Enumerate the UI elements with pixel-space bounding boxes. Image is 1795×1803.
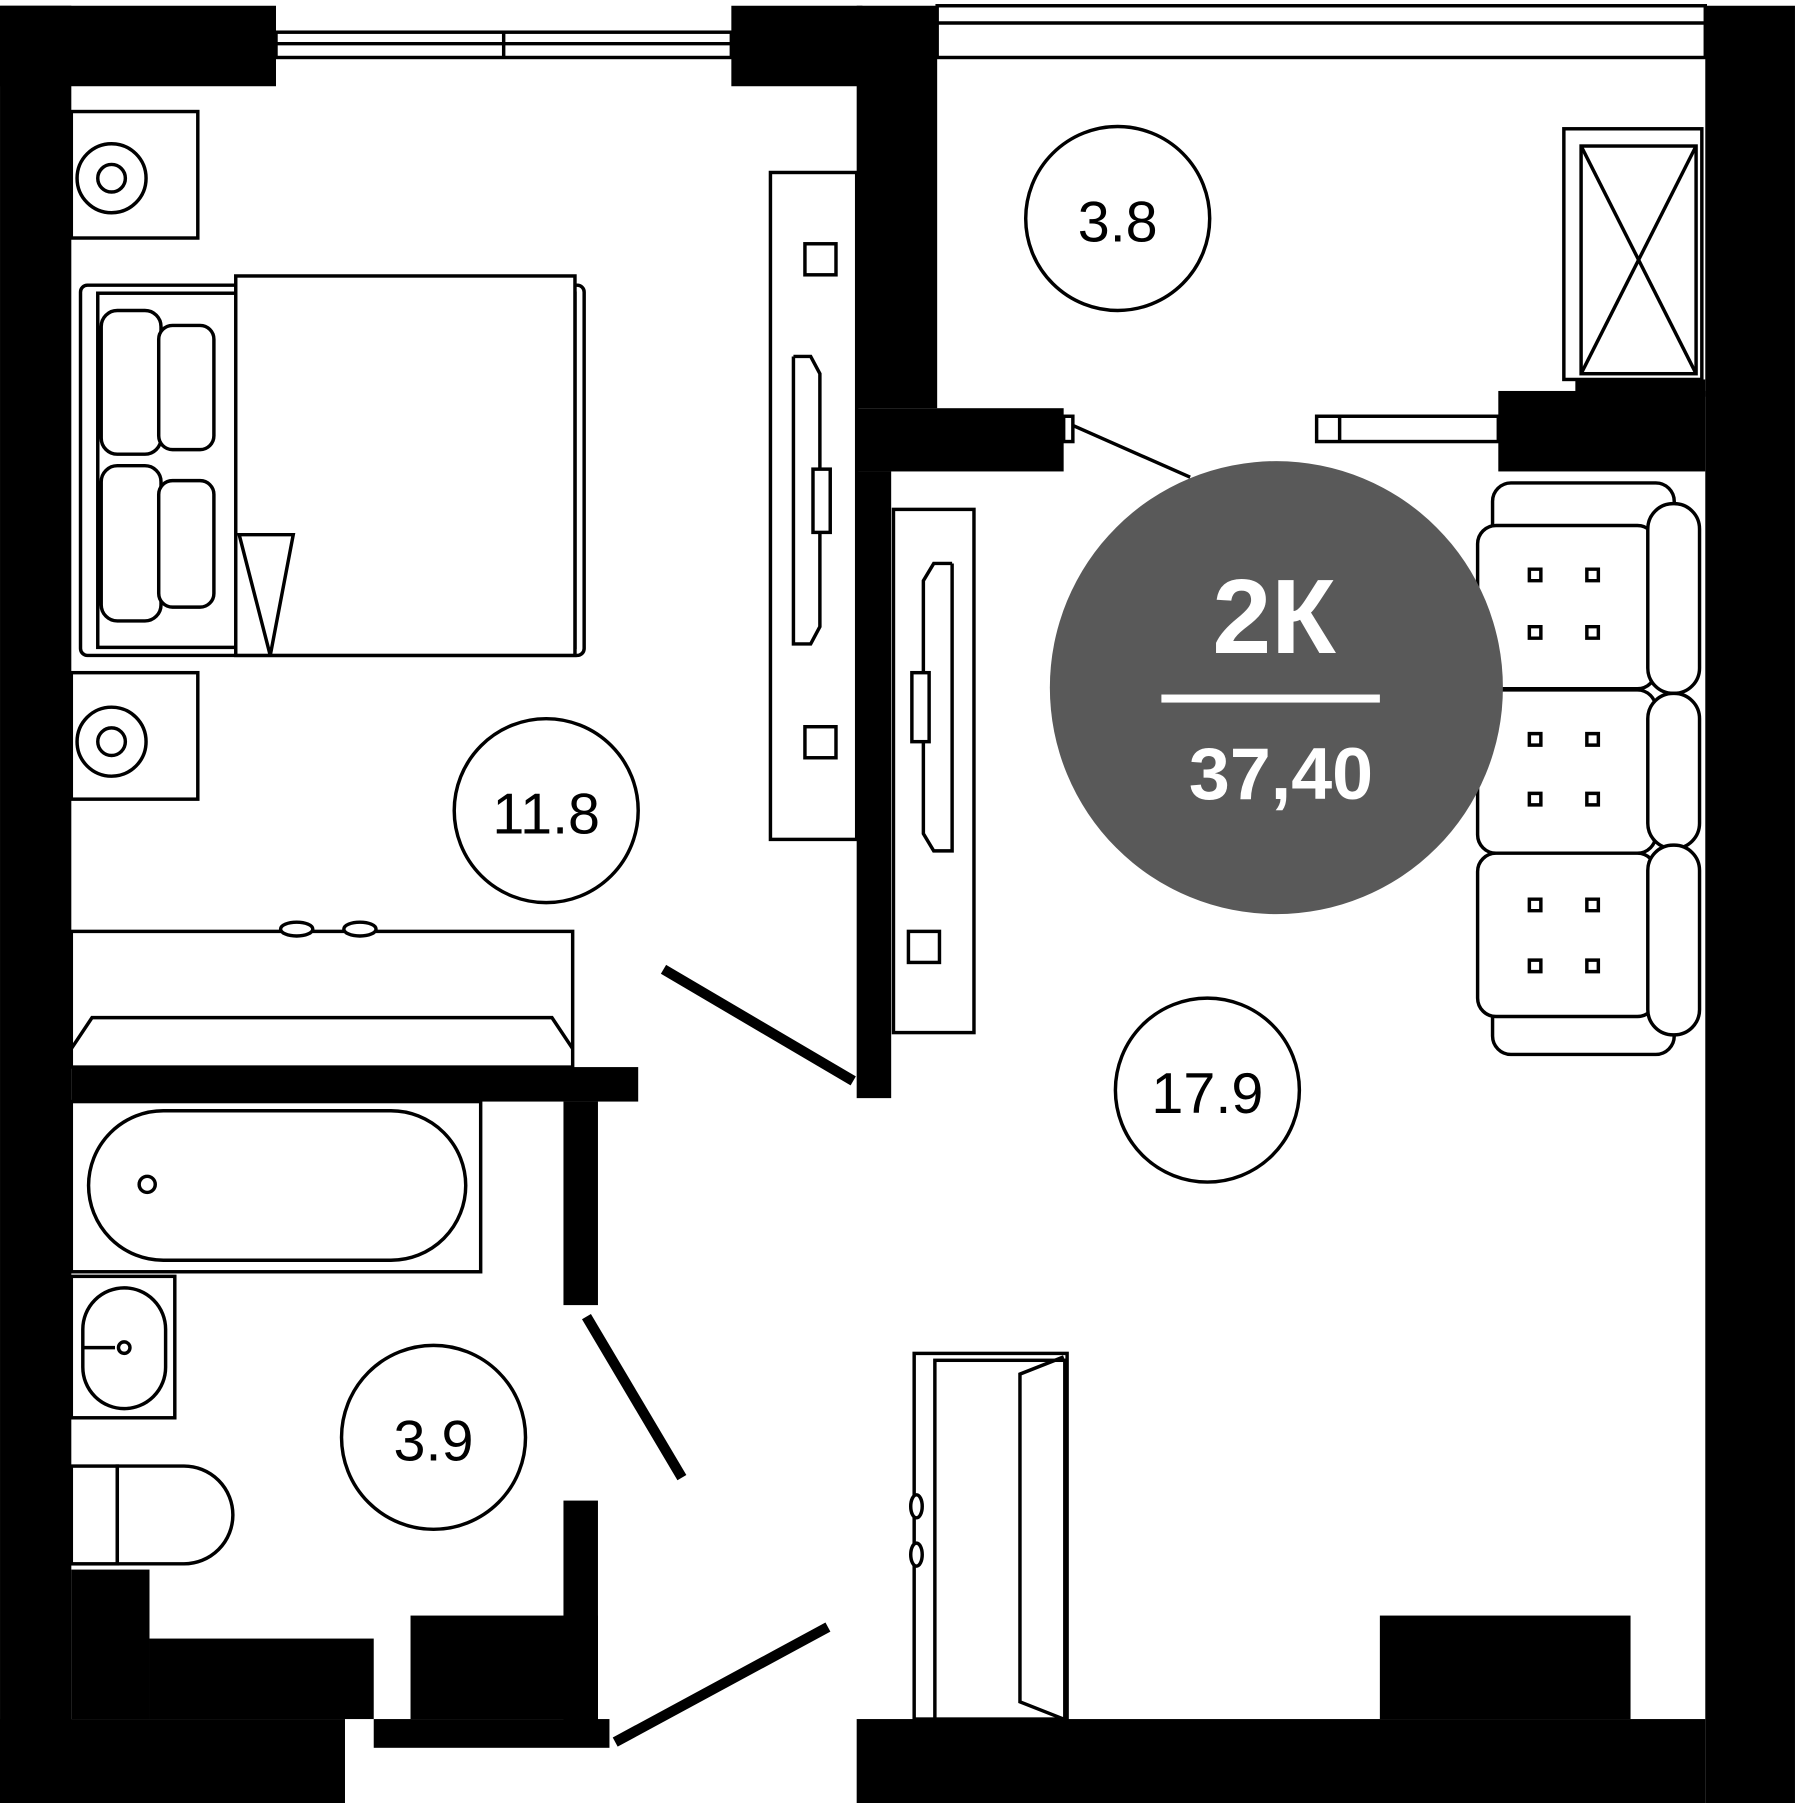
apartment-type: 2К xyxy=(1212,558,1336,676)
room-area-text: 3.9 xyxy=(394,1409,474,1473)
bathroom-furniture xyxy=(69,1099,483,1566)
living-furniture xyxy=(891,127,1704,1721)
bedroom-furniture xyxy=(69,109,859,1069)
walls xyxy=(0,5,1795,1803)
room-area-text: 3.8 xyxy=(1078,190,1158,254)
room-area-text: 11.8 xyxy=(492,783,600,847)
room-area-label-living-room: 17.9 xyxy=(1113,996,1302,1184)
room-area-label-bedroom: 11.8 xyxy=(452,716,640,905)
doors xyxy=(582,423,1191,1747)
windows xyxy=(274,4,1708,444)
room-area-text: 17.9 xyxy=(1151,1062,1263,1126)
apartment-badge: 2К 37,40 xyxy=(1049,461,1503,915)
room-area-label-bathroom: 3.9 xyxy=(339,1343,528,1532)
room-area-label-balcony: 3.8 xyxy=(1023,124,1212,313)
total-area: 37,40 xyxy=(1189,732,1373,815)
